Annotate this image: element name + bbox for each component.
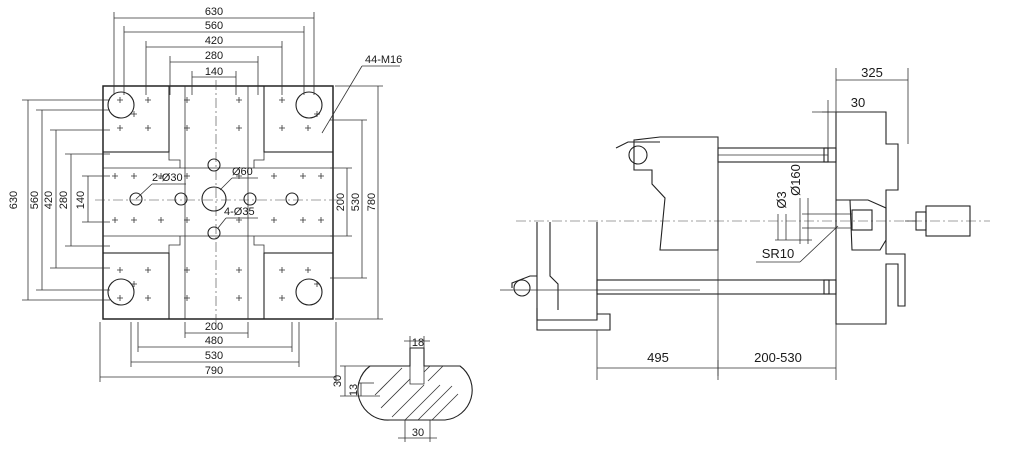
slot-dim-30-width: 30 xyxy=(412,427,424,439)
left-hole-30 xyxy=(129,192,143,206)
bottom-dim-790: 790 xyxy=(205,365,223,377)
right-dim-200: 200 xyxy=(335,193,347,211)
right-dim-530: 530 xyxy=(350,193,362,211)
top-dim-140: 140 xyxy=(205,66,223,78)
left-dim-420: 420 xyxy=(43,191,55,209)
right-dim-780: 780 xyxy=(366,193,378,211)
tie-bar-hole-tl xyxy=(107,91,135,119)
slot-dim-18: 18 xyxy=(412,337,424,349)
platen-corner-tr xyxy=(263,85,334,153)
slot-dim-13: 13 xyxy=(348,384,360,396)
platen-corner-bl xyxy=(102,252,170,320)
side-dim-495: 495 xyxy=(647,350,669,365)
side-dim-d3: Ø3 xyxy=(774,191,789,208)
top-dim-630: 630 xyxy=(205,6,223,18)
side-dim-325: 325 xyxy=(861,65,883,80)
platen-front-view: 630 560 420 280 140 630 560 420 280 140 xyxy=(8,6,402,382)
top-dim-560: 560 xyxy=(205,20,223,32)
platen-bottom-dimension-lines xyxy=(99,322,337,382)
side-dim-sr10: SR10 xyxy=(762,246,795,261)
lower-hole xyxy=(207,226,221,240)
top-dim-420: 420 xyxy=(205,35,223,47)
left-dim-630: 630 xyxy=(8,191,20,209)
bottom-dim-530: 530 xyxy=(205,350,223,362)
callout-4-d35: 4-Ø35 xyxy=(224,206,255,218)
side-dim-30: 30 xyxy=(851,95,865,110)
right-hole-30 xyxy=(285,192,299,206)
bottom-dim-480: 480 xyxy=(205,335,223,347)
upper-hole xyxy=(207,158,221,172)
left-dim-560: 560 xyxy=(29,191,41,209)
platen-right-dimension-lines xyxy=(330,85,383,320)
callout-d60: Ø60 xyxy=(232,166,253,178)
left-dim-280: 280 xyxy=(58,191,70,209)
platen-corner-br xyxy=(263,252,334,320)
t-slot-detail: 18 30 13 30 xyxy=(332,336,473,442)
top-dim-280: 280 xyxy=(205,50,223,62)
side-dim-d160: Ø160 xyxy=(788,164,803,196)
left-dim-140: 140 xyxy=(75,191,87,209)
tie-bar-hole-br xyxy=(295,278,323,306)
platen-left-dimension-lines xyxy=(22,99,110,301)
center-hole-60 xyxy=(201,186,227,212)
slot-dim-30-height: 30 xyxy=(332,375,344,387)
callout-2-d30: 2-Ø30 xyxy=(152,172,183,184)
platen-top-dimension-lines xyxy=(113,12,315,95)
platen-outline xyxy=(102,85,334,320)
bottom-dim-200: 200 xyxy=(205,321,223,333)
callout-44-m16: 44-M16 xyxy=(365,54,402,66)
thread-hole-markers xyxy=(112,97,324,301)
tie-bar-hole-tr xyxy=(295,91,323,119)
tie-bar-hole-bl xyxy=(107,278,135,306)
side-dim-200-530: 200-530 xyxy=(754,350,802,365)
platen-corner-tl xyxy=(102,85,170,153)
machine-side-view: 325 30 Ø3 Ø160 SR10 495 200-530 xyxy=(500,65,990,380)
